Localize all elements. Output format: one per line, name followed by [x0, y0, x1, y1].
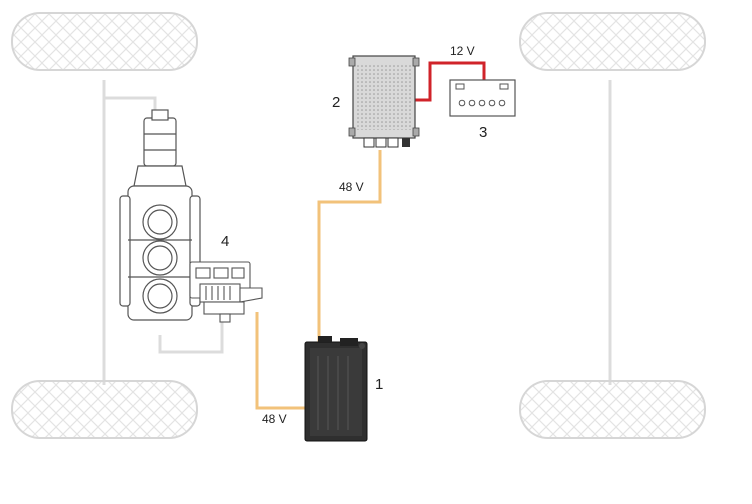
- wheel-front-left: [11, 12, 198, 71]
- label-dcdc-converter: 2: [332, 94, 341, 111]
- label-battery-48v: 1: [375, 376, 384, 393]
- wheel-front-right: [519, 12, 706, 71]
- label-battery-12v: 3: [479, 124, 488, 141]
- cable-12v: [414, 61, 486, 102]
- wheel-rear-right: [519, 380, 706, 439]
- cable-48v-dcdc-battery: [317, 150, 382, 345]
- label-motor-generator: 4: [221, 233, 230, 250]
- dcdc-converter: [348, 55, 420, 148]
- voltage-label-48v-lower: 48 V: [262, 412, 287, 426]
- cable-48v-battery-generator: [255, 312, 305, 410]
- voltage-label-48v-upper: 48 V: [339, 180, 364, 194]
- chassis-frame: [102, 80, 612, 385]
- voltage-label-12v: 12 V: [450, 44, 475, 58]
- battery-48v: [304, 336, 368, 442]
- belt-starter-generator: [189, 261, 263, 323]
- engine-block: [119, 109, 201, 321]
- battery-12v: [449, 79, 516, 117]
- wheel-rear-left: [11, 380, 198, 439]
